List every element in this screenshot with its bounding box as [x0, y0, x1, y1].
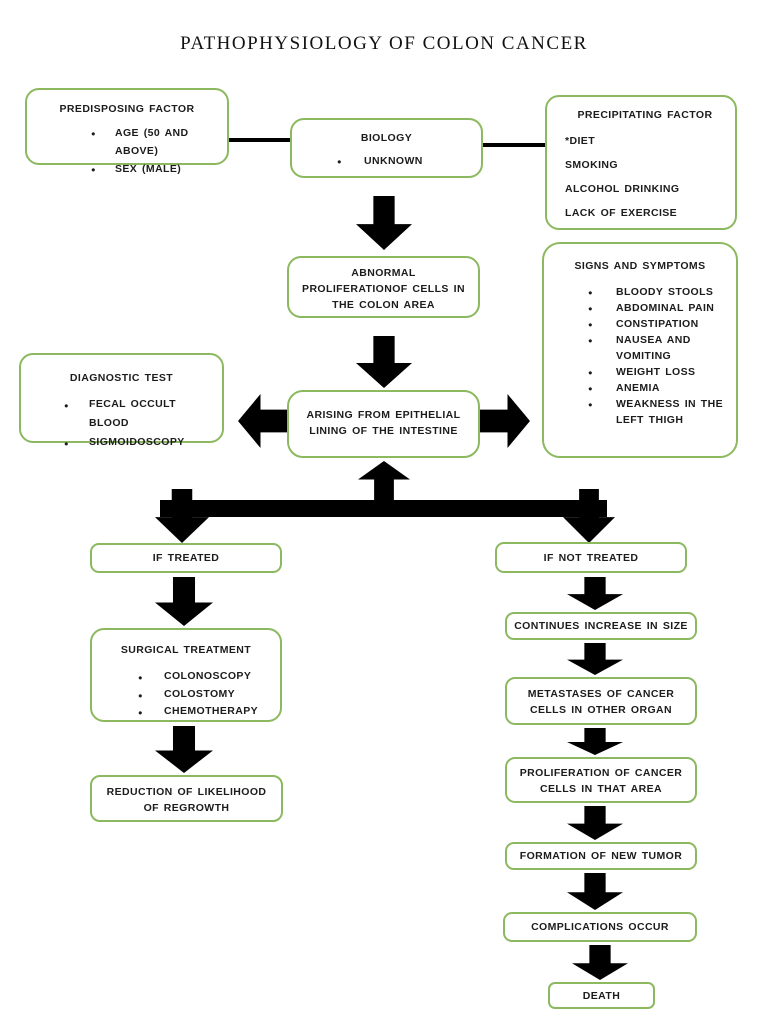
list-item: COLOSTOMY: [138, 686, 272, 703]
precipitating-list: *DIET SMOKING ALCOHOL DRINKING LACK OF EXER…: [565, 134, 725, 220]
box-surgical-treatment: SURGICAL TREATMENT COLONOSCOPYCOLOSTOMYC…: [90, 628, 282, 722]
box-continues-increase: CONTINUES INCREASE IN SIZE: [505, 612, 697, 640]
diagnostic-heading: DIAGNOSTIC TEST: [69, 372, 174, 384]
death-text: DEATH: [582, 989, 621, 1002]
box-diagnostic-test: DIAGNOSTIC TEST FECAL OCCULT BLOODSIGMOI…: [19, 353, 224, 453]
box-biology: BIOLOGY UNKNOWN: [290, 118, 483, 178]
box-formation-tumor: FORMATION OF NEW TUMOR: [505, 842, 697, 870]
formation-text: FORMATION OF NEW TUMOR: [519, 850, 683, 862]
list-item: ANEMIA: [588, 380, 730, 397]
list-item: BLOODY STOOLS: [588, 284, 730, 301]
box-reduction-regrowth: REDUCTION OF LIKELIHOOD OF REGROWTH: [90, 775, 283, 822]
box-precipitating-factor: PRECIPITATING FACTOR *DIET SMOKING ALCOHOL…: [545, 95, 737, 230]
branch-bar: [160, 500, 607, 517]
connector-line-left: [229, 138, 290, 142]
down-arrow: [567, 643, 623, 675]
box-signs-and-symptoms: SIGNS AND SYMPTOMS BLOODY STOOLSABDOMINA…: [542, 242, 738, 458]
list-item: WEIGHT LOSS: [588, 364, 730, 381]
page-title: PATHOPHYSIOLOGY OF COLON CANCER: [180, 33, 588, 54]
list-item: LACK OF EXERCISE: [565, 207, 678, 219]
down-arrow: [567, 728, 623, 755]
signs-heading: SIGNS AND SYMPTOMS: [574, 260, 706, 272]
box-predisposing-factor: PREDISPOSING FACTOR AGE (50 AND ABOVE)SE…: [25, 88, 229, 179]
continues-text: CONTINUES INCREASE IN SIZE: [514, 620, 688, 632]
down-arrow: [155, 726, 213, 773]
list-item: SEX (MALE): [91, 160, 217, 179]
box-if-treated: IF TREATED: [90, 543, 282, 573]
list-item: *DIET: [565, 135, 596, 147]
list-item: SMOKING: [565, 159, 618, 171]
list-item: ALCOHOL DRINKING: [565, 183, 680, 195]
box-complications: COMPLICATIONS OCCUR: [503, 912, 697, 942]
list-item: SIGMOIDOSCOPY: [64, 433, 214, 453]
diagnostic-list: FECAL OCCULT BLOODSIGMOIDOSCOPY: [29, 395, 214, 453]
down-arrow: [155, 577, 213, 626]
right-arrow: [480, 394, 530, 448]
box-metastases: METASTASES OF CANCER CELLS IN OTHER ORGA…: [505, 677, 697, 725]
arising-text: ARISING FROM EPITHELIAL LINING OF THE IN…: [306, 409, 461, 437]
signs-list: BLOODY STOOLSABDOMINAL PAINCONSTIPATIONN…: [550, 284, 730, 428]
box-abnormal-proliferation: ABNORMAL PROLIFERATIONOF CELLS IN THE CO…: [287, 256, 480, 318]
list-item: CONSTIPATION: [588, 316, 730, 333]
box-proliferation-area: PROLIFERATION OF CANCER CELLS IN THAT AR…: [505, 757, 697, 803]
list-item: NAUSEA AND VOMITING: [588, 332, 730, 364]
box-arising-epithelial: ARISING FROM EPITHELIAL LINING OF THE IN…: [287, 390, 480, 458]
down-arrow: [567, 873, 623, 910]
precipitating-heading: PRECIPITATING FACTOR: [577, 109, 713, 121]
reduction-text: REDUCTION OF LIKELIHOOD OF REGROWTH: [106, 786, 267, 814]
list-item: AGE (50 AND ABOVE): [91, 124, 217, 160]
down-arrow: [567, 577, 623, 610]
biology-list: UNKNOWN: [302, 153, 471, 170]
list-item: CHEMOTHERAPY: [138, 703, 272, 721]
surgical-list: COLONOSCOPYCOLOSTOMYCHEMOTHERAPY: [100, 668, 272, 721]
if-not-treated-text: IF NOT TREATED: [543, 551, 639, 564]
surgical-heading: SURGICAL TREATMENT: [120, 644, 252, 656]
list-item: FECAL OCCULT BLOOD: [64, 395, 214, 433]
list-item: UNKNOWN: [337, 153, 471, 170]
down-arrow: [356, 196, 412, 250]
metastases-text: METASTASES OF CANCER CELLS IN OTHER ORGA…: [527, 688, 675, 716]
predisposing-list: AGE (50 AND ABOVE)SEX (MALE): [37, 124, 217, 179]
complications-text: COMPLICATIONS OCCUR: [531, 921, 669, 933]
left-arrow: [238, 394, 288, 448]
down-arrow: [572, 945, 628, 980]
predisposing-heading: PREDISPOSING FACTOR: [59, 103, 195, 115]
down-arrow: [567, 806, 623, 840]
biology-heading: BIOLOGY: [360, 132, 413, 144]
down-arrow: [356, 336, 412, 388]
box-death: DEATH: [548, 982, 655, 1009]
if-treated-text: IF TREATED: [152, 552, 220, 564]
abnormal-text: ABNORMAL PROLIFERATIONOF CELLS IN THE CO…: [302, 267, 465, 311]
proliferation-text: PROLIFERATION OF CANCER CELLS IN THAT AR…: [519, 767, 683, 795]
list-item: COLONOSCOPY: [138, 668, 272, 686]
up-arrow: [358, 461, 410, 505]
list-item: ABDOMINAL PAIN: [588, 300, 730, 317]
connector-line-right: [483, 143, 545, 147]
box-if-not-treated: IF NOT TREATED: [495, 542, 687, 573]
list-item: WEAKNESS IN THE LEFT THIGH: [588, 396, 730, 428]
